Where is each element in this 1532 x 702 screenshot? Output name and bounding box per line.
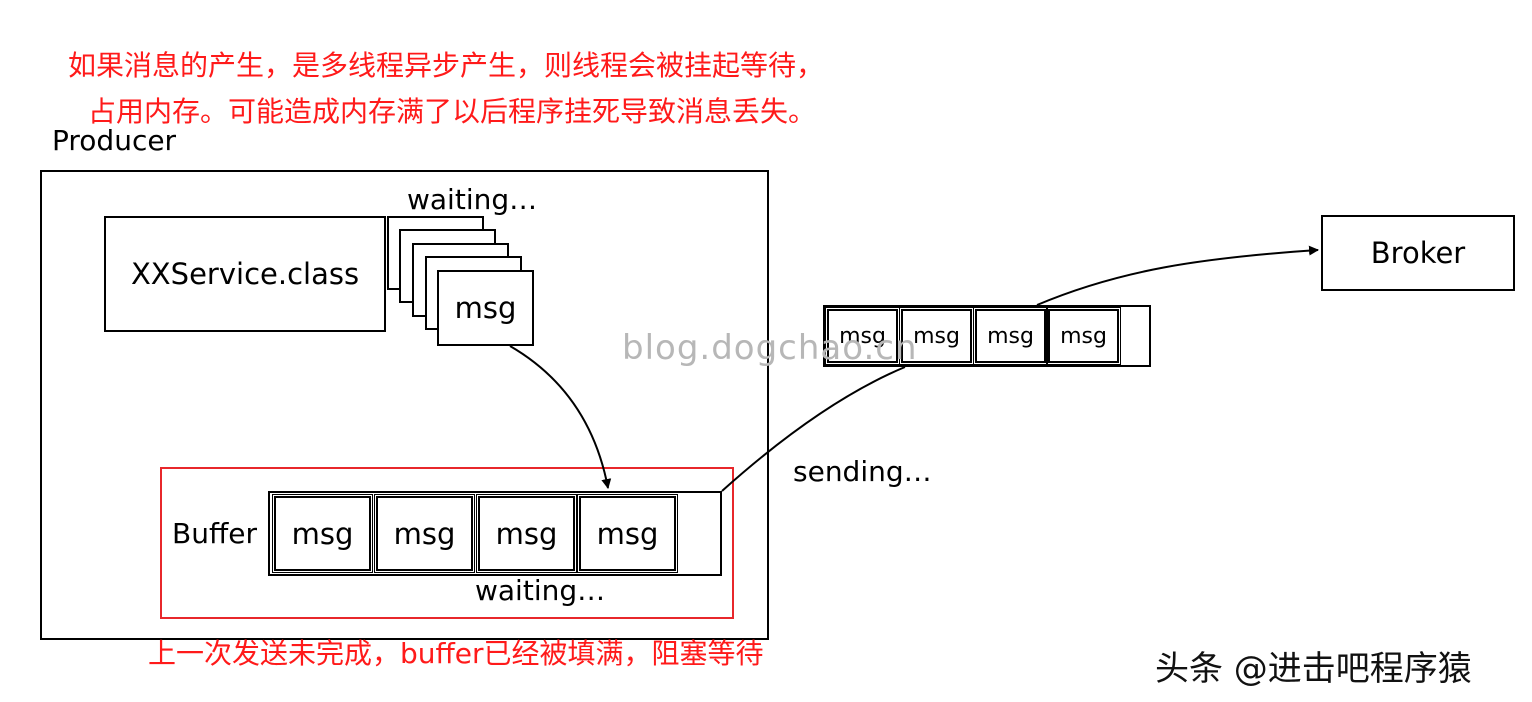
transit-msg-label: msg — [1060, 323, 1107, 349]
buffer-highlight — [160, 467, 734, 619]
arrow-msg-to-buffer — [509, 345, 612, 489]
transit-msg-label: msg — [913, 323, 960, 349]
note-top-line1: 如果消息的产生，是多线程异步产生，则线程会被挂起等待， — [68, 49, 825, 82]
service-label: XXService.class — [130, 257, 360, 291]
buffer-msg: msg — [577, 494, 678, 573]
buffer-msg: msg — [476, 494, 577, 573]
transit-msg: msg — [973, 307, 1048, 365]
buffer-msg-label: msg — [291, 516, 354, 551]
transit-msg: msg — [1046, 307, 1121, 365]
line-buffer-to-transit — [721, 366, 906, 492]
buffer-msg-label: msg — [596, 516, 659, 551]
transit-msg-label: msg — [839, 323, 886, 349]
buffer-msg-label: msg — [495, 516, 558, 551]
waiting-label-top: waiting… — [407, 183, 538, 216]
watermark: blog.dogchao.cn — [622, 328, 918, 368]
sending-label: sending… — [793, 455, 932, 488]
broker-label: Broker — [1370, 236, 1466, 270]
service-box: XXService.class — [104, 216, 386, 332]
buffer-msg-label: msg — [393, 516, 456, 551]
stack-msg-front: msg — [437, 270, 534, 346]
buffer-msg: msg — [374, 494, 475, 573]
transit-msg-label: msg — [987, 323, 1034, 349]
stack-msg-label: msg — [454, 291, 517, 325]
note-top-line2: 占用内存。可能造成内存满了以后程序挂死导致消息丢失。 — [88, 95, 817, 128]
arrow-transit-to-broker — [1036, 245, 1319, 306]
transit-msg: msg — [899, 307, 974, 365]
buffer-label: Buffer — [172, 517, 257, 550]
footer-credit: 头条 @进击吧程序猿 — [1155, 649, 1472, 689]
producer-title: Producer — [52, 124, 177, 157]
broker-box: Broker — [1321, 215, 1515, 291]
note-bottom: 上一次发送未完成，buffer已经被填满，阻塞等待 — [148, 637, 764, 670]
buffer-msg: msg — [272, 494, 373, 573]
waiting-label-buffer: waiting… — [475, 574, 606, 607]
transit-msg: msg — [825, 307, 900, 365]
